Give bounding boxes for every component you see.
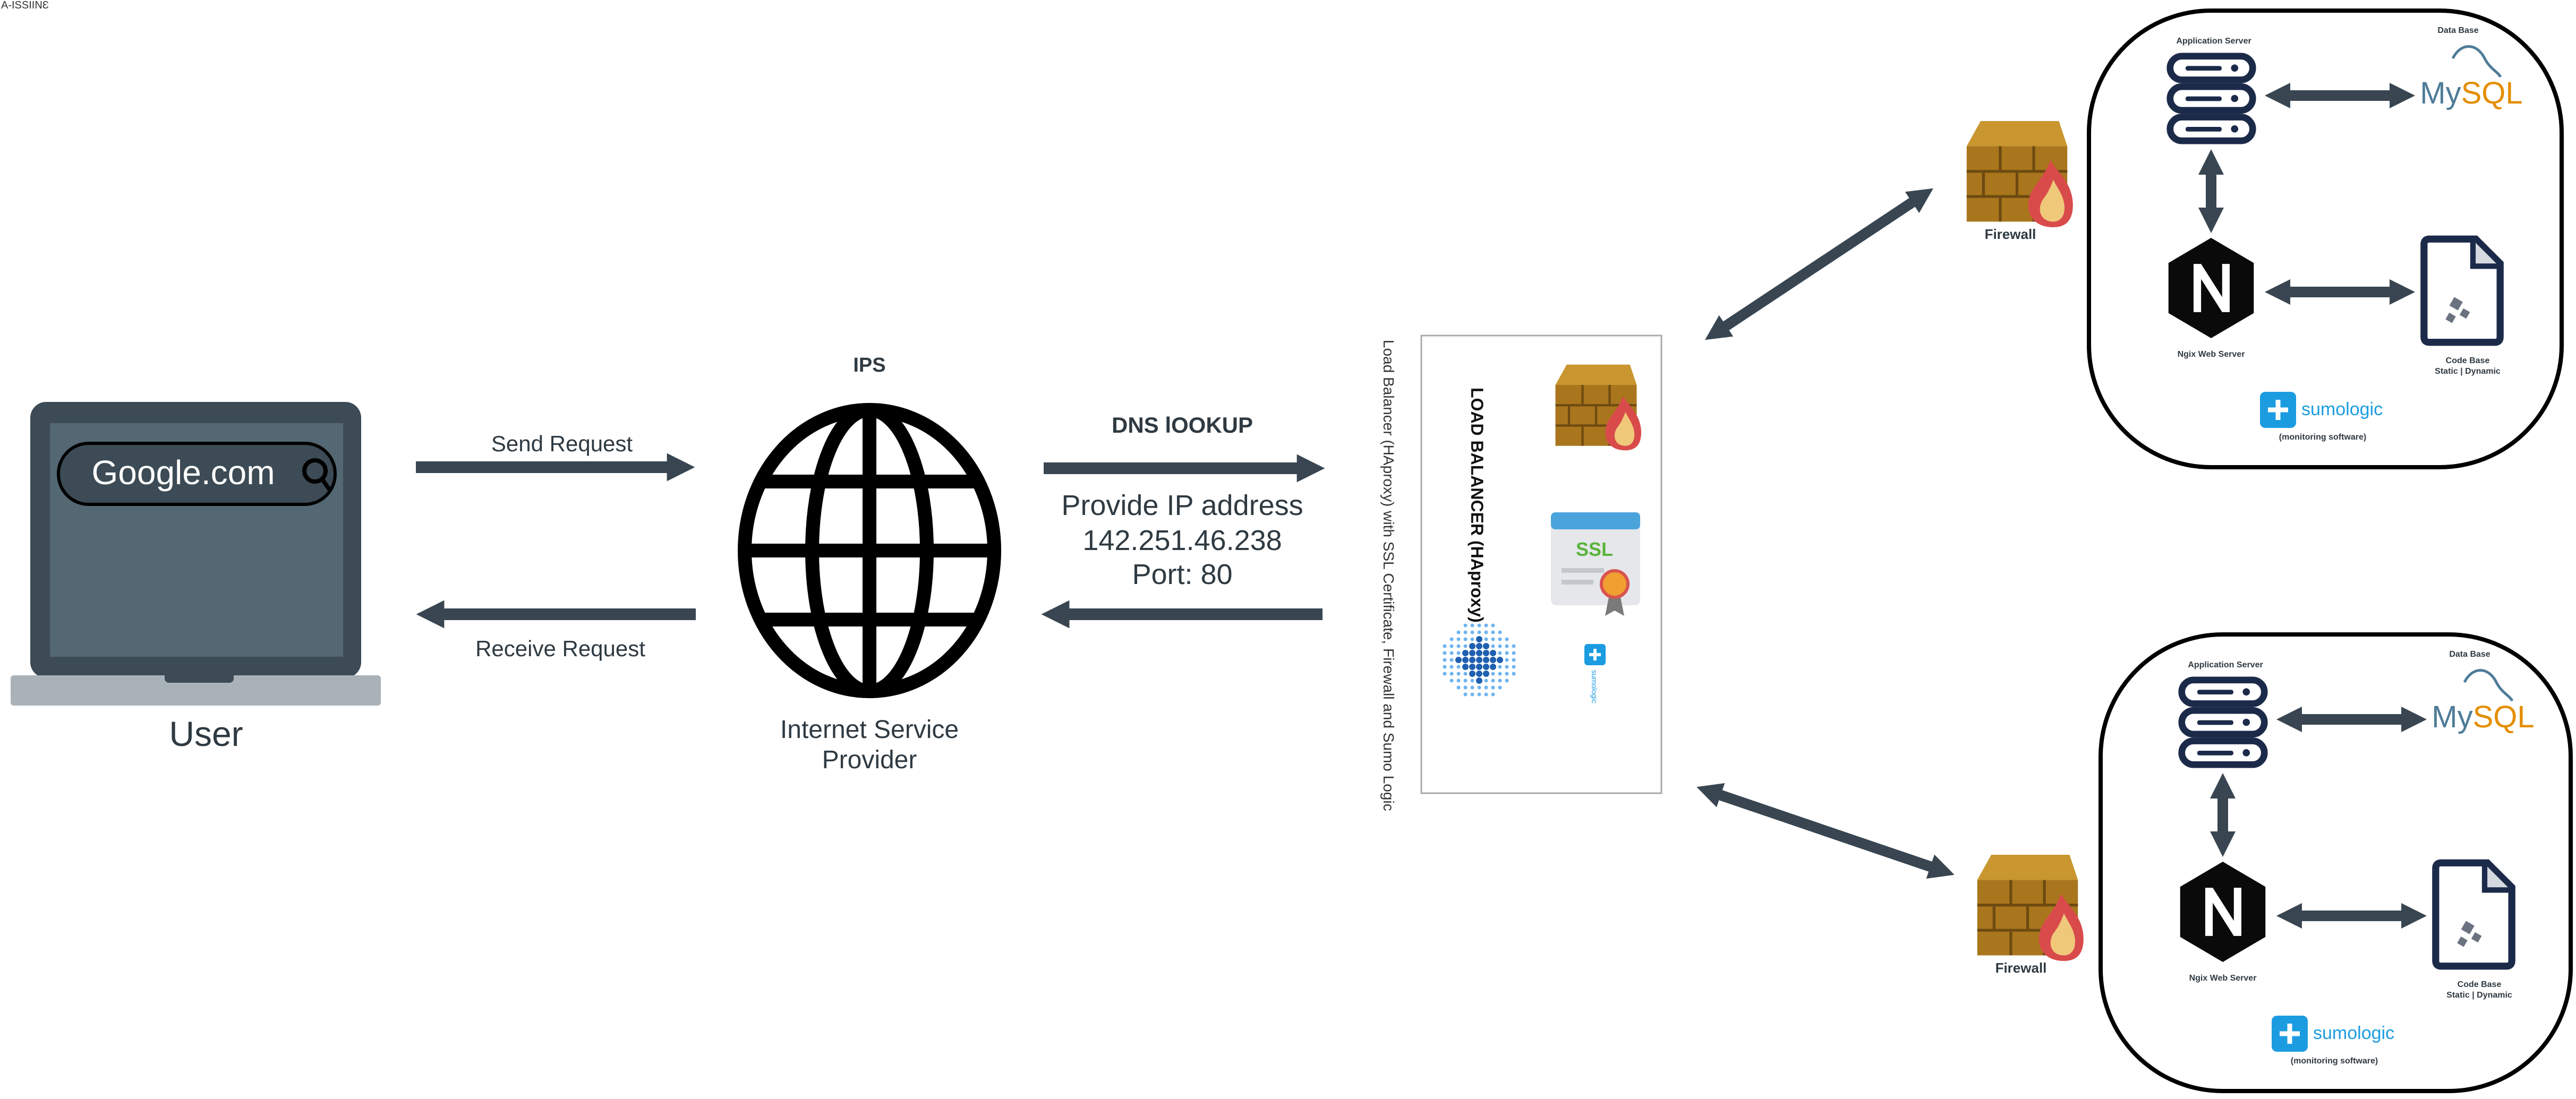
database-label: Data Base — [2437, 26, 2478, 35]
send-request-label: Send Request — [491, 431, 633, 456]
mysql-icon: MySQL — [2432, 669, 2535, 734]
firewall-label: Firewall — [1995, 960, 2047, 976]
firewall-icon — [1967, 121, 2073, 227]
code-file-icon — [2436, 863, 2512, 966]
user-laptop: Google.com User — [11, 402, 381, 753]
code-label-line2: Static | Dynamic — [2446, 991, 2512, 1000]
ssl-text: SSL — [1576, 538, 1613, 560]
search-icon — [302, 458, 331, 491]
firewall-icon — [1556, 365, 1642, 451]
sumo-text: sumologic — [2301, 399, 2383, 419]
mysql-text: MySQL — [2432, 700, 2534, 734]
monitoring-label: (monitoring software) — [2291, 1057, 2378, 1066]
server-enclosure — [2087, 8, 2564, 469]
watermark-text: A-ISSIINƐ — [1, 0, 49, 11]
lb-to-server2-arrow — [1696, 783, 1955, 879]
dns-line2: 142.251.46.238 — [1082, 525, 1282, 556]
firewall-icon — [1977, 855, 2084, 961]
mysql-icon: MySQL — [2420, 45, 2523, 110]
sumo-text: sumologic — [2313, 1023, 2394, 1043]
app-server-label: Application Server — [2188, 660, 2263, 669]
monitoring-label: (monitoring software) — [2279, 433, 2366, 442]
send-request-connector: Send Request — [416, 431, 695, 482]
server-cluster-2: Firewall Application Server Data BaseMySQL… — [1977, 632, 2573, 1093]
dns-title: DNS lOOKUP — [1112, 413, 1253, 437]
search-bar[interactable]: Google.com — [57, 442, 337, 506]
globe-icon — [738, 403, 1001, 698]
receive-request-connector: Receive Request — [416, 600, 696, 661]
dns-line3: Port: 80 — [1132, 559, 1232, 590]
isp-name-line2: Provider — [822, 746, 917, 774]
isp-name-line1: Internet Service — [780, 716, 959, 744]
lb-to-server1-arrow — [1705, 188, 1933, 340]
code-file-icon — [2424, 239, 2500, 342]
server-cluster-1: Firewall Application Server Data BaseMySQL… — [1967, 8, 2564, 469]
code-label-line2: Static | Dynamic — [2435, 367, 2501, 376]
mysql-text: MySQL — [2420, 76, 2522, 110]
haproxy-icon — [1443, 623, 1516, 697]
sumologic-icon — [2260, 392, 2296, 428]
dns-line1: Provide IP address — [1061, 490, 1303, 521]
code-label-line1: Code Base — [2458, 980, 2502, 989]
user-label: User — [169, 714, 243, 753]
app-server-label: Application Server — [2176, 37, 2251, 46]
load-balancer-title: LOAD BALANCER (HAproxy) — [1468, 388, 1487, 623]
ssl-certificate-icon: SSL — [1551, 512, 1640, 616]
sumologic-icon — [2272, 1016, 2308, 1052]
lb-sumo-text: sumologic — [1590, 670, 1599, 703]
server-enclosure — [2099, 632, 2573, 1093]
load-balancer: Load Balancer (HAproxy) with SSL Certifi… — [1380, 334, 1662, 811]
receive-request-label: Receive Request — [475, 636, 645, 661]
isp-node: IPS Internet Service Provider — [738, 354, 1001, 774]
isp-top-label: IPS — [853, 354, 885, 376]
nginx-label: Ngix Web Server — [2178, 350, 2245, 359]
load-balancer-caption: Load Balancer (HAproxy) with SSL Certifi… — [1380, 340, 1397, 811]
nginx-label: Ngix Web Server — [2189, 974, 2257, 983]
search-text: Google.com — [91, 453, 275, 492]
laptop-base — [11, 675, 381, 706]
firewall-label: Firewall — [1985, 226, 2036, 242]
sumologic-icon: sumologic — [1584, 644, 1606, 703]
laptop-notch — [165, 670, 234, 683]
dns-lookup-group: DNS lOOKUP Provide IP address 142.251.46… — [1041, 413, 1325, 629]
code-label-line1: Code Base — [2446, 356, 2490, 365]
database-label: Data Base — [2449, 650, 2490, 659]
